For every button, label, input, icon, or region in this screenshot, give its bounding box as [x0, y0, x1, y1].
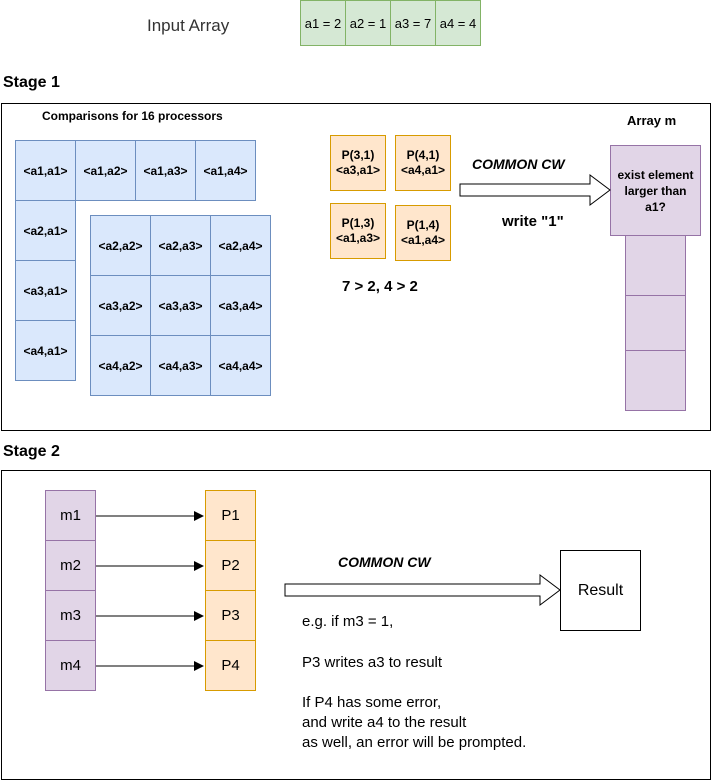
comparison-cell: <a1,a2>	[75, 140, 136, 201]
comparison-cell: <a3,a4>	[210, 275, 271, 336]
write-label: write "1"	[502, 213, 564, 230]
note-line: e.g. if m3 = 1,	[302, 613, 394, 630]
comparison-cell: <a1,a3>	[135, 140, 196, 201]
note-line: as well, an error will be prompted.	[302, 734, 527, 751]
common-cw-label-stage1: COMMON CW	[472, 156, 565, 172]
comparison-cell: <a3,a3>	[150, 275, 211, 336]
comparisons-title: Comparisons for 16 processors	[42, 109, 223, 123]
note-line: and write a4 to the result	[302, 714, 467, 731]
note-line: P3 writes a3 to result	[302, 654, 443, 671]
m-cell: m1	[45, 490, 96, 541]
array-m-cell	[625, 350, 686, 411]
comparison-cell: <a4,a4>	[210, 335, 271, 396]
stage2-title: Stage 2	[3, 443, 60, 460]
comparison-cell: <a4,a1>	[15, 320, 76, 381]
comparison-cell: <a3,a2>	[90, 275, 151, 336]
comparison-cell: <a2,a4>	[210, 215, 271, 276]
comparison-cell: <a4,a3>	[150, 335, 211, 396]
common-cw-label-stage2: COMMON CW	[338, 554, 431, 570]
comparison-cell: <a2,a1>	[15, 200, 76, 261]
p-cell: P3	[205, 590, 256, 641]
result-box: Result	[560, 550, 641, 631]
processor-box-p14: P(1,4) <a1,a4>	[395, 205, 451, 261]
p-cell: P2	[205, 540, 256, 591]
note-line: If P4 has some error,	[302, 694, 442, 711]
processor-box-p41: P(4,1) <a4,a1>	[395, 135, 451, 191]
array-m-top-cell: exist element larger than a1?	[610, 145, 701, 236]
input-cell-a4: a4 = 4	[435, 0, 481, 46]
block-arrow-stage1	[459, 174, 611, 206]
array-m-cell	[625, 295, 686, 351]
processor-box-p31: P(3,1) <a3,a1>	[330, 135, 386, 191]
condition-text: 7 > 2, 4 > 2	[342, 278, 418, 295]
input-array-label: Input Array	[147, 16, 230, 35]
comparison-cell: <a1,a4>	[195, 140, 256, 201]
comparison-cell: <a1,a1>	[15, 140, 76, 201]
array-m-cell	[625, 235, 686, 296]
array-m-title: Array m	[627, 113, 677, 128]
input-cell-a3: a3 = 7	[390, 0, 436, 46]
stage1-title: Stage 1	[3, 74, 60, 91]
p-cell: P4	[205, 640, 256, 691]
block-arrow-stage2	[284, 574, 561, 606]
comparison-cell: <a2,a2>	[90, 215, 151, 276]
m-cell: m4	[45, 640, 96, 691]
comparison-cell: <a2,a3>	[150, 215, 211, 276]
processor-box-p13: P(1,3) <a1,a3>	[330, 203, 386, 259]
